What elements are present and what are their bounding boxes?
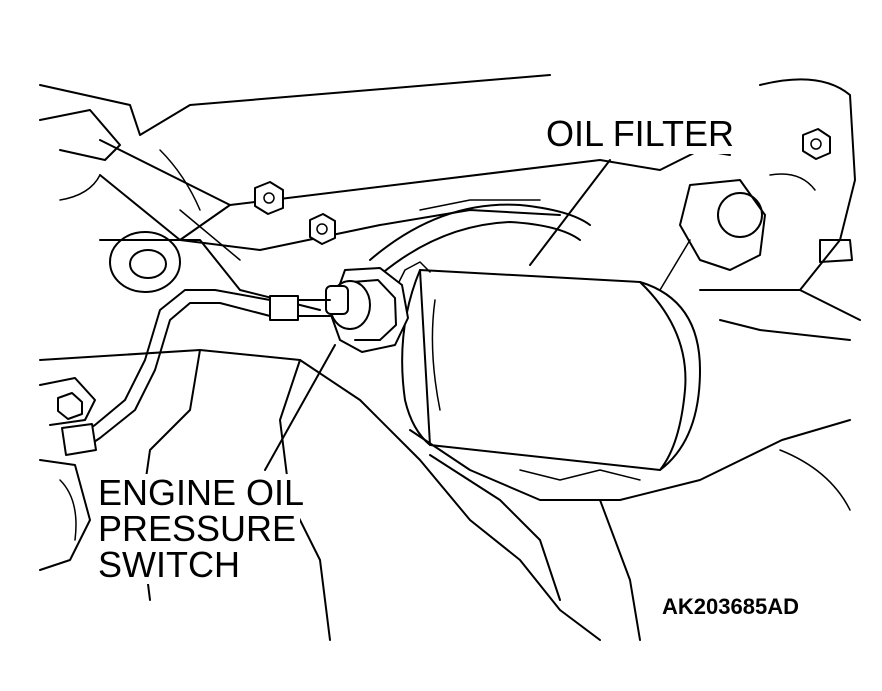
pressure-switch-label-line1: ENGINE OIL [94,474,309,512]
bolt-lower [309,213,336,245]
pressure-switch-label-line2: PRESSURE [94,510,301,548]
wire-harness [61,289,331,456]
upper-bracket [39,74,731,251]
oil-filter-label: OIL FILTER [542,114,739,154]
oil-filter [394,261,701,471]
bolt-right [802,128,831,160]
figure-code: AK203685AD [662,594,799,619]
oil-pressure-switch [325,267,409,353]
leader-line-pressure-switch [264,344,336,471]
leader-line-oil-filter [529,159,611,266]
bolt-upper [254,181,284,215]
pressure-switch-label-line3: SWITCH [94,546,244,584]
leader-lines [264,159,611,471]
pulley-area [369,199,591,276]
right-engine-details [659,78,861,321]
left-lower-cluster [39,377,96,571]
